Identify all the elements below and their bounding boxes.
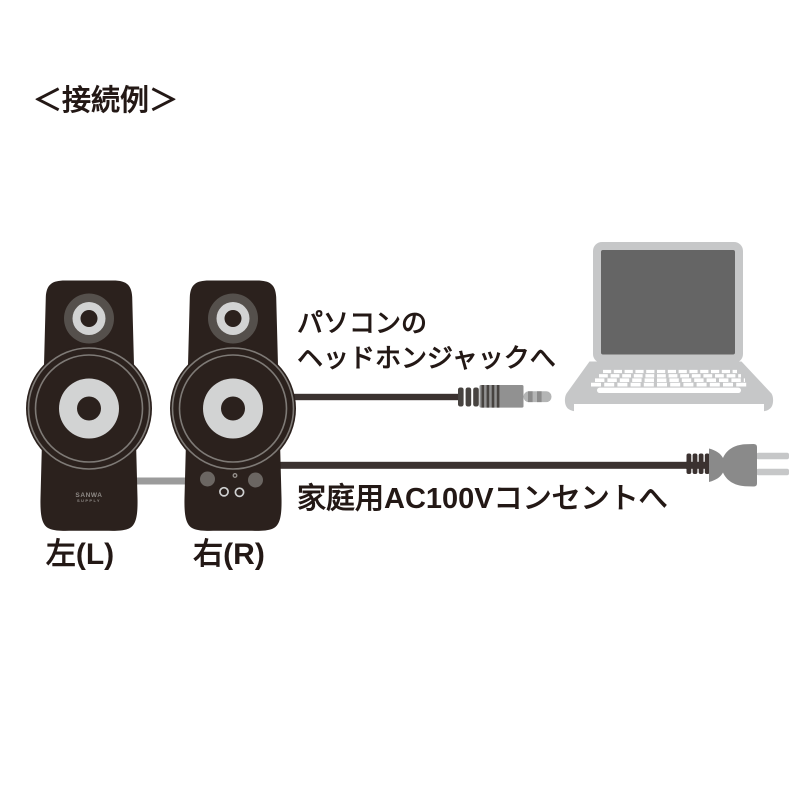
speaker-controls — [200, 471, 263, 498]
audio-plug-icon — [458, 385, 552, 408]
tone-knob — [248, 472, 263, 488]
power-annotation: 家庭用AC100Vコンセントへ — [297, 483, 668, 515]
right-speaker-icon — [170, 280, 296, 531]
laptop-icon — [564, 242, 774, 412]
diagram-title: ＜接続例＞ — [33, 85, 179, 117]
plug-prong-top — [756, 452, 789, 460]
laptop-display — [601, 250, 735, 355]
plug-prong-bottom — [756, 468, 789, 476]
laptop-front-edge — [574, 404, 764, 412]
headphone-annotation-line1: パソコンの — [297, 308, 428, 338]
power-cable — [270, 461, 690, 469]
laptop-keyboard — [591, 369, 749, 393]
speaker-link-cable — [130, 477, 192, 485]
power-plug-icon — [686, 444, 789, 487]
left-speaker-icon — [26, 280, 152, 531]
headphone-annotation: パソコンの ヘッドホンジャックへ — [297, 306, 556, 376]
volume-knob — [200, 471, 215, 487]
laptop-spacebar — [597, 387, 741, 393]
laptop-base — [564, 361, 774, 412]
mic-jack — [234, 487, 245, 498]
sanwa-logo-line1: SANWA — [75, 492, 103, 499]
headphone-annotation-line2: ヘッドホンジャックへ — [297, 343, 556, 373]
left-speaker-label: 左(L) — [45, 538, 115, 571]
headphone-jack — [219, 486, 229, 497]
sanwa-logo-line2: SUPPLY — [76, 498, 102, 504]
plug-body — [479, 385, 524, 408]
audio-cable — [280, 393, 460, 401]
sanwa-logo: SANWA SUPPLY — [68, 492, 110, 504]
right-speaker-label: 右(R) — [193, 538, 265, 571]
power-led — [232, 473, 238, 478]
ac-plug-body — [709, 444, 757, 487]
